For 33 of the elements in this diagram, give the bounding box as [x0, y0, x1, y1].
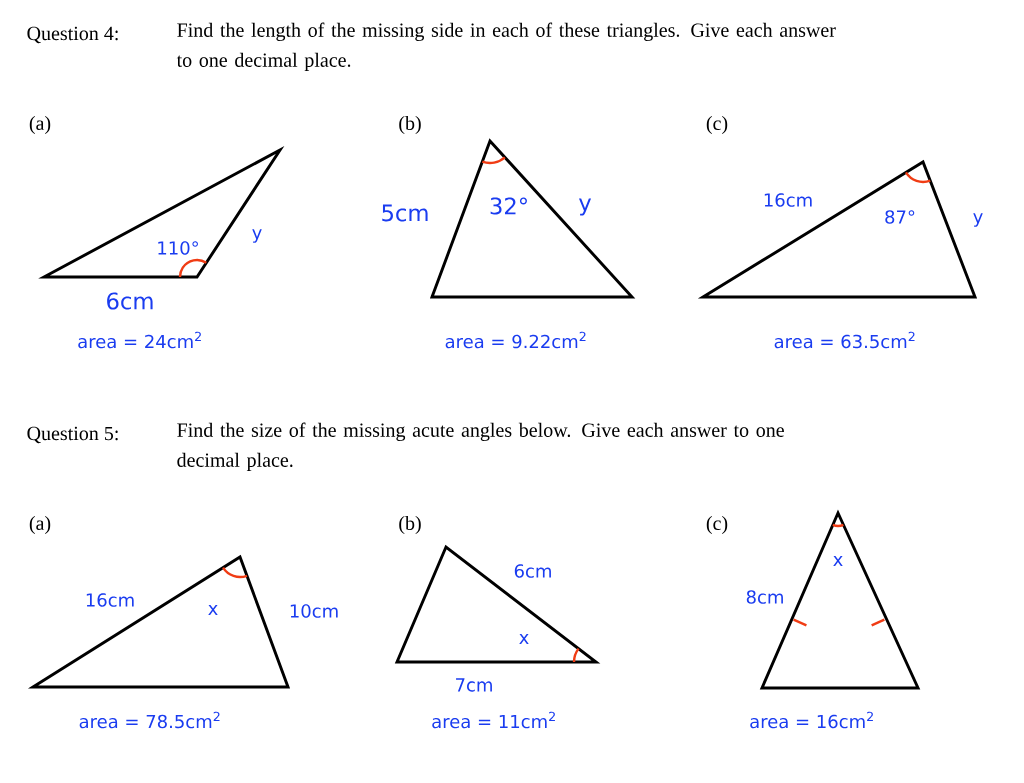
part-label: (a) [29, 515, 51, 535]
measurement-label: 16cm [764, 193, 812, 207]
question-label: Question 4: [27, 26, 118, 44]
measurement-label: 87° [885, 210, 915, 224]
area-label: area = 9.22cm$^{2}$ [445, 331, 586, 349]
measurement-label: 7cm [456, 678, 492, 692]
measurement-label: y [252, 229, 262, 243]
measurement-label: 10cm [290, 604, 338, 618]
part-label: (c) [706, 115, 728, 135]
measurement-label: 110° [158, 241, 198, 255]
measurement-label: 5cm [382, 204, 428, 222]
area-label: area = 16cm$^{2}$ [750, 711, 873, 729]
measurement-label: 32° [490, 197, 527, 215]
measurement-label: 6cm [107, 292, 153, 310]
measurement-label: x [519, 634, 529, 644]
area-label: area = 63.5cm$^{2}$ [774, 331, 915, 349]
part-label: (c) [706, 515, 728, 535]
question-text: Find the size of the missing acute angles below. Give each answer to one decimal place. [177, 422, 784, 471]
part-label: (a) [29, 115, 51, 135]
measurement-label: 16cm [86, 593, 134, 607]
part-label: (b) [399, 515, 421, 535]
question-text: Find the length of the missing side in each of these triangles. Give each answer to one decimal place. [176, 22, 836, 71]
measurement-label: 6cm [514, 564, 551, 578]
area-label: area = 24cm$^{2}$ [78, 331, 201, 349]
measurement-label: x [833, 556, 843, 566]
area-label: area = 11cm$^{2}$ [432, 711, 555, 729]
measurement-label: y [578, 198, 592, 216]
measurement-label: 8cm [746, 590, 783, 604]
question-label: Question 5: [27, 426, 118, 444]
area-label: area = 78.5cm$^{2}$ [79, 711, 220, 729]
measurement-label: x [208, 605, 218, 615]
measurement-label: y [973, 213, 983, 227]
part-label: (b) [399, 115, 421, 135]
